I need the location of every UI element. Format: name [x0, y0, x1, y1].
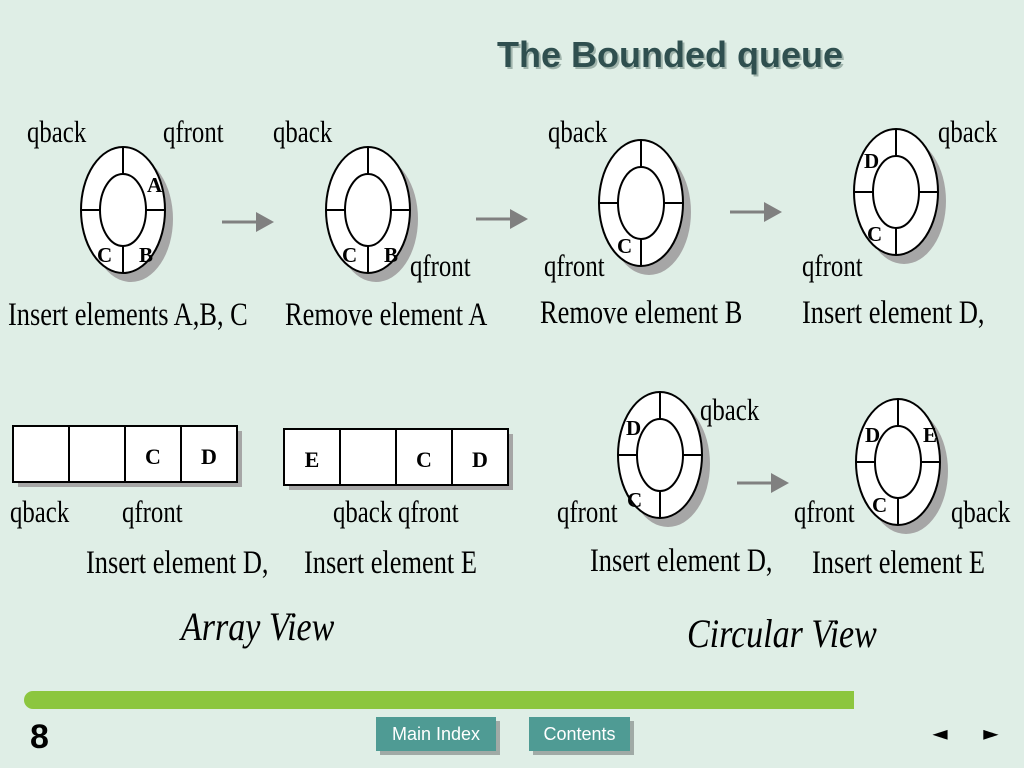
array-cell: C — [416, 447, 432, 472]
previous-slide-button[interactable]: ◄ — [926, 719, 954, 747]
array-view-1: C D — [12, 425, 242, 487]
ring-slot-letter: B — [139, 243, 153, 267]
ring-slot-letter: D — [626, 416, 641, 440]
ring-slot-letter: C — [627, 488, 642, 512]
ring-slot-letter: D — [864, 149, 879, 173]
arrow-icon — [220, 210, 276, 234]
qfront-label: qfront — [410, 248, 471, 283]
main-index-button[interactable]: Main Index — [376, 717, 496, 751]
slide-number: 8 — [30, 718, 49, 756]
qfront-label: qfront — [122, 494, 183, 529]
qback-label: qback — [700, 392, 760, 427]
step-caption: Insert element E — [812, 545, 985, 581]
qfront-label: qfront — [544, 248, 605, 283]
slide-title: The Bounded queue — [497, 34, 843, 75]
qfront-label: qfront — [557, 494, 618, 529]
arrow-icon — [735, 471, 791, 495]
qfront-label: qfront — [794, 494, 855, 529]
queue-ring-3 — [598, 139, 692, 276]
array-cell: D — [472, 447, 488, 472]
array-cell: C — [145, 444, 161, 469]
qback-label: qback — [333, 494, 393, 529]
qback-label: qback — [273, 114, 333, 149]
ring-slot-letter: C — [342, 243, 357, 267]
contents-button[interactable]: Contents — [529, 717, 630, 751]
queue-ring-6 — [855, 398, 949, 535]
arrow-icon — [728, 200, 784, 224]
step-caption: Insert element D, — [802, 295, 985, 331]
qback-label: qback — [27, 114, 87, 149]
ring-slot-letter: A — [147, 173, 163, 197]
qback-label: qback — [951, 494, 1011, 529]
step-caption: Insert element D, — [590, 543, 773, 579]
array-view-title: Array View — [181, 604, 335, 649]
qfront-label: qfront — [398, 494, 459, 529]
queue-ring-2 — [325, 146, 419, 283]
qfront-label: qfront — [163, 114, 224, 149]
ring-slot-letter: B — [384, 243, 398, 267]
ring-slot-letter: C — [617, 234, 632, 258]
footer-bar — [24, 691, 854, 709]
qback-label: qback — [938, 114, 998, 149]
step-caption: Remove element B — [540, 295, 743, 331]
ring-slot-letter: C — [867, 222, 882, 246]
ring-slot-letter: E — [923, 423, 937, 447]
array-view-2: E C D — [283, 428, 513, 490]
array-cell: E — [305, 447, 320, 472]
qfront-label: qfront — [802, 248, 863, 283]
step-caption: Insert element E — [304, 545, 477, 581]
step-caption: Remove element A — [285, 297, 488, 333]
step-caption: Insert elements A,B, C — [8, 297, 248, 333]
qback-label: qback — [10, 494, 70, 529]
qback-label: qback — [548, 114, 608, 149]
step-caption: Insert element D, — [86, 545, 269, 581]
queue-ring-1 — [80, 146, 174, 283]
ring-slot-letter: D — [865, 423, 880, 447]
next-slide-button[interactable]: ► — [977, 719, 1005, 747]
ring-slot-letter: C — [97, 243, 112, 267]
circular-view-title: Circular View — [687, 611, 877, 656]
array-cell: D — [201, 444, 217, 469]
ring-slot-letter: C — [872, 493, 887, 517]
arrow-icon — [474, 207, 530, 231]
